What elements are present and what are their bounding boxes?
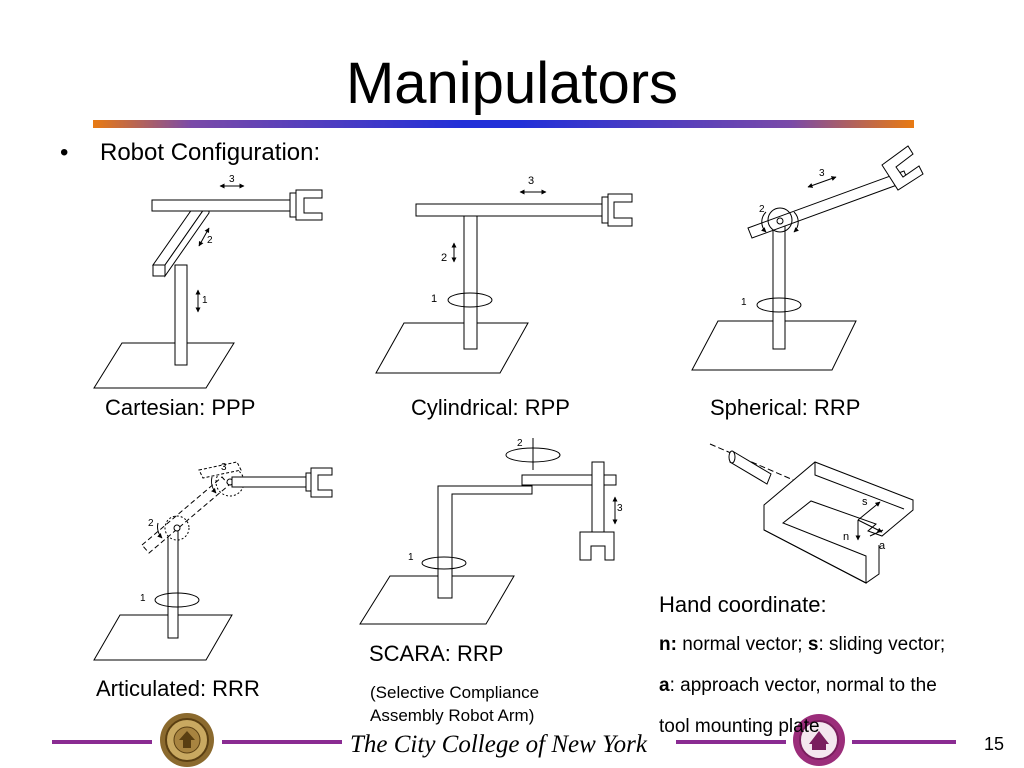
cylindrical-robot-diagram: 1 2 3	[375, 175, 633, 374]
spherical-robot-diagram: 1 2 3	[691, 145, 924, 371]
title-underline-bar	[93, 120, 914, 128]
scara-subcaption-line2: Assembly Robot Arm)	[370, 706, 535, 725]
page-number: 15	[984, 734, 1005, 754]
articulated-joint-label-3: 3	[221, 462, 227, 473]
articulated-robot-diagram: 1 2 3	[93, 461, 333, 661]
cartesian-robot-diagram: 1 2 3	[93, 174, 323, 389]
articulated-joint-label-1: 1	[140, 593, 146, 604]
footer-line-right-2	[852, 740, 956, 744]
caption-scara: SCARA: RRP	[369, 641, 504, 666]
caption-cylindrical: Cylindrical: RPP	[411, 395, 570, 420]
cartesian-joint-label-1: 1	[202, 295, 208, 306]
hand-axis-label-a: a	[879, 540, 886, 552]
scara-robot-diagram: 1 2 3	[359, 438, 623, 625]
footer-line-left-1	[52, 740, 152, 744]
text-sliding-vector: : sliding vector;	[818, 634, 946, 655]
hand-axis-label-n: n	[843, 531, 849, 543]
hand-coordinate-diagram: s n a	[709, 443, 914, 584]
label-a: a	[659, 675, 670, 696]
spherical-joint-label-3: 3	[819, 168, 825, 179]
cylindrical-joint-label-1: 1	[431, 293, 437, 305]
articulated-joint-label-2: 2	[148, 518, 154, 529]
scara-joint-label-1: 1	[408, 552, 414, 563]
hand-coordinate-line2: a: approach vector, normal to the	[659, 674, 937, 698]
scara-subcaption-line1: (Selective Compliance	[370, 683, 540, 702]
scara-joint-label-2: 2	[517, 438, 523, 449]
hand-coordinate-line3: tool mounting plate	[659, 716, 820, 737]
footer-line-left-2	[222, 740, 342, 744]
hand-coordinate-line1: n: normal vector; s: sliding vector;	[659, 633, 945, 657]
text-approach-vector: : approach vector, normal to the	[669, 675, 937, 696]
caption-cartesian: Cartesian: PPP	[105, 395, 256, 420]
college-seal-icon	[160, 713, 214, 767]
hand-axis-label-s: s	[862, 496, 868, 508]
scara-joint-label-3: 3	[617, 503, 623, 514]
slide-title: Manipulators	[345, 51, 679, 116]
footer-institution-name: The City College of New York	[350, 731, 647, 758]
cartesian-joint-label-3: 3	[229, 174, 235, 185]
footer-line-right-1	[676, 740, 786, 744]
cylindrical-joint-label-2: 2	[441, 252, 447, 264]
cylindrical-joint-label-3: 3	[528, 175, 534, 187]
bullet-marker: •	[60, 139, 69, 166]
text-normal-vector: normal vector;	[676, 634, 808, 655]
cartesian-joint-label-2: 2	[207, 235, 213, 246]
spherical-joint-label-2: 2	[759, 204, 765, 215]
spherical-joint-label-1: 1	[741, 297, 747, 308]
bullet-robot-configuration: Robot Configuration:	[100, 139, 321, 166]
college-seal-icon-right	[793, 714, 845, 766]
hand-coordinate-heading: Hand coordinate:	[659, 592, 827, 617]
label-n: n:	[659, 634, 677, 655]
caption-spherical: Spherical: RRP	[710, 395, 861, 420]
label-s: s	[807, 634, 819, 655]
caption-articulated: Articulated: RRR	[96, 676, 260, 701]
footer-decoration	[52, 713, 956, 767]
